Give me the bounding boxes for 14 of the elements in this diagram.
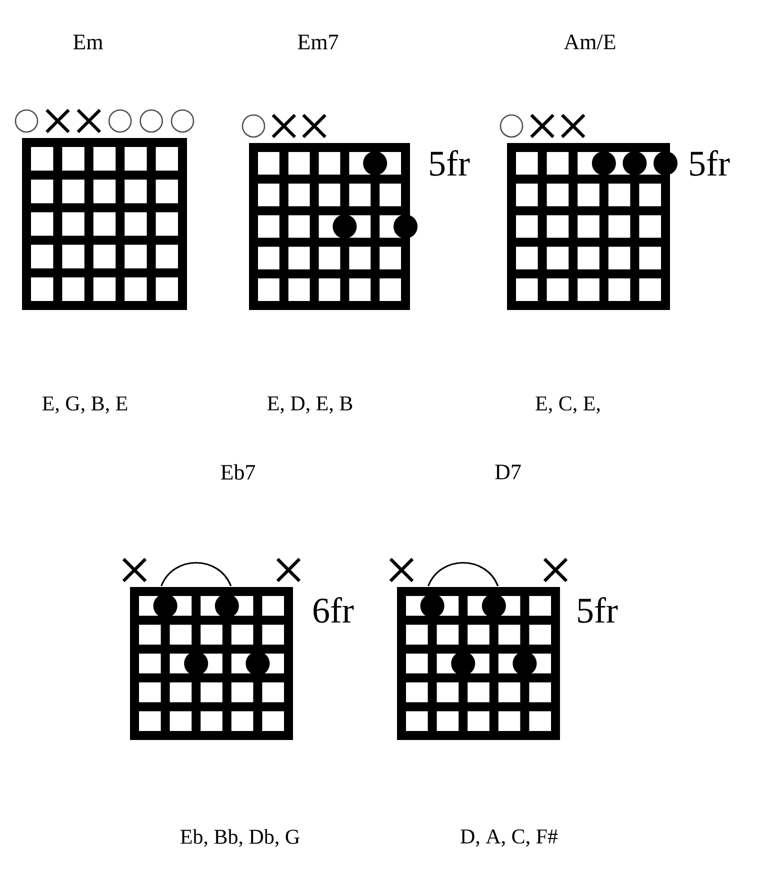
note-list: D, A, C, F# [460,829,558,847]
fret-label: 5fr [430,150,470,176]
fret-label: 5fr [690,150,730,176]
chord-name: Em [73,34,103,50]
chord-name: Em7 [298,34,338,50]
chord-name: Eb7 [220,464,256,480]
note-list: Eb, Bb, Db, G [180,829,300,847]
note-list: E, C, E, [536,396,600,414]
note-list: E, G, B, E [42,396,128,414]
chord-name: Am/E [564,34,616,50]
note-list: E, D, E, B [267,396,352,414]
fret-label: 6fr [314,597,354,623]
fret-label: 5fr [578,597,618,623]
chord-name: D7 [495,464,521,480]
